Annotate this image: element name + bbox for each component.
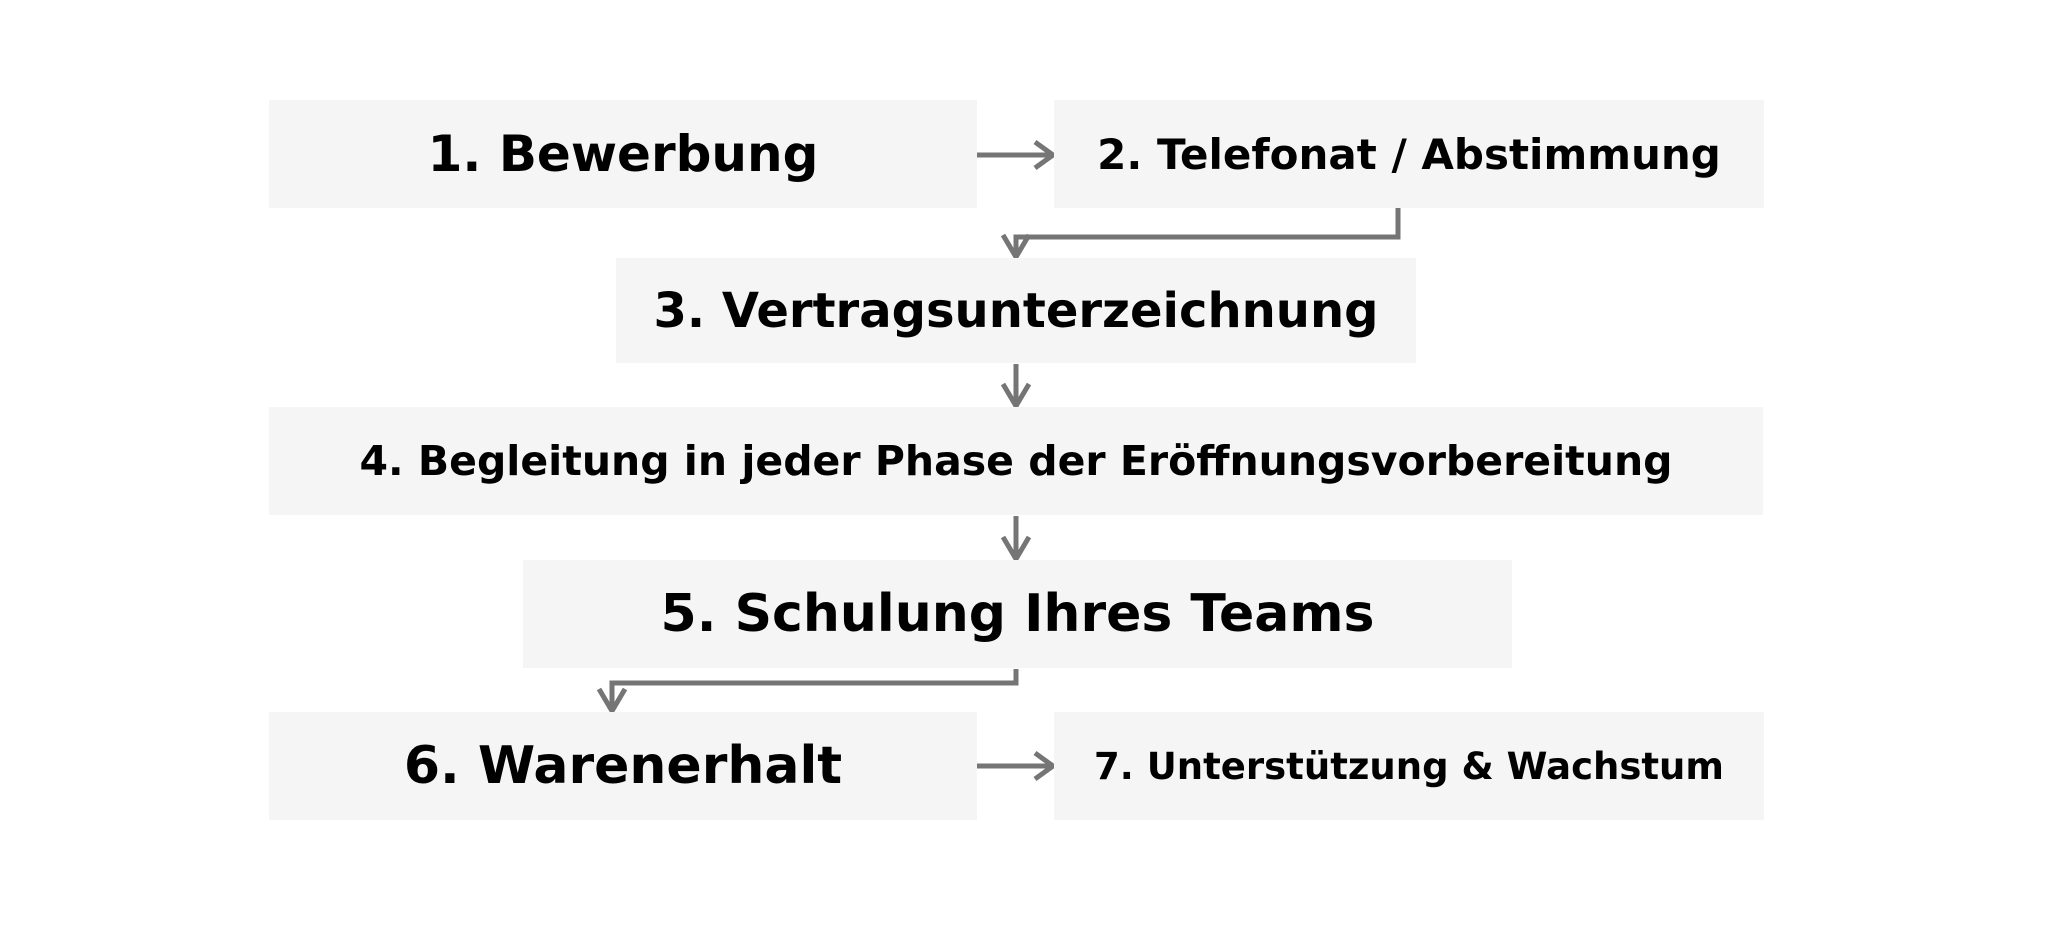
arrow-3-to-4: [1000, 364, 1032, 411]
step-6-label: 6. Warenerhalt: [403, 736, 843, 796]
arrow-2-to-3: [1000, 208, 1401, 262]
step-2-label: 2. Telefonat / Abstimmung: [1097, 129, 1721, 179]
arrow-4-to-5: [1000, 516, 1032, 564]
step-1-label: 1. Bewerbung: [427, 125, 819, 183]
step-7-label: 7. Unterstützung & Wachstum: [1094, 744, 1724, 788]
step-2-box: 2. Telefonat / Abstimmung: [1054, 100, 1764, 208]
step-7-box: 7. Unterstützung & Wachstum: [1054, 712, 1764, 820]
step-5-label: 5. Schulung Ihres Teams: [660, 584, 1375, 644]
step-6-box: 6. Warenerhalt: [269, 712, 977, 820]
step-3-label: 3. Vertragsunterzeichnung: [653, 282, 1379, 339]
step-1-box: 1. Bewerbung: [269, 100, 977, 208]
step-5-box: 5. Schulung Ihres Teams: [523, 560, 1512, 668]
arrow-1-to-2: [976, 139, 1058, 171]
step-3-box: 3. Vertragsunterzeichnung: [616, 258, 1416, 363]
arrow-6-to-7: [976, 750, 1058, 782]
step-4-box: 4. Begleitung in jeder Phase der Eröffnu…: [269, 407, 1763, 515]
step-4-label: 4. Begleitung in jeder Phase der Eröffnu…: [359, 437, 1673, 485]
arrow-5-to-6: [596, 669, 1019, 716]
